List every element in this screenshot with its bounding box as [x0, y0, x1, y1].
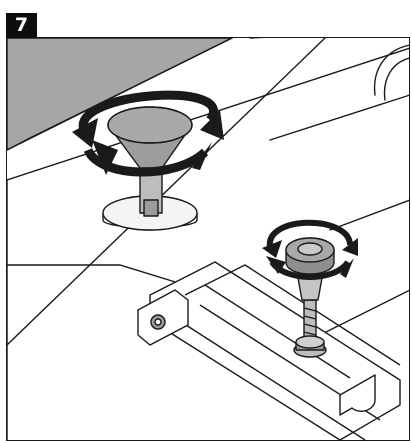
corner-curve: [373, 44, 409, 96]
plinth-edge: [119, 264, 186, 286]
rotate-arrowheads: [72, 110, 224, 175]
figure-frame: [6, 37, 410, 441]
floor-line-3: [329, 199, 409, 231]
rotate-arrow-icon: [78, 90, 218, 177]
step-number-badge: 7: [6, 13, 37, 38]
small-rotate-arrowheads: [262, 238, 358, 278]
floor-line-1: [249, 38, 265, 39]
cabinet-diagonal-edge: [7, 38, 326, 346]
large-leveling-foot-icon: [102, 106, 198, 231]
mounting-rail-icon: [137, 261, 401, 441]
corner-curve-inner: [383, 57, 409, 101]
small-leveling-foot-icon: [285, 237, 335, 358]
base-slab-top-edge: [7, 38, 233, 151]
floor-line-2: [269, 94, 409, 141]
